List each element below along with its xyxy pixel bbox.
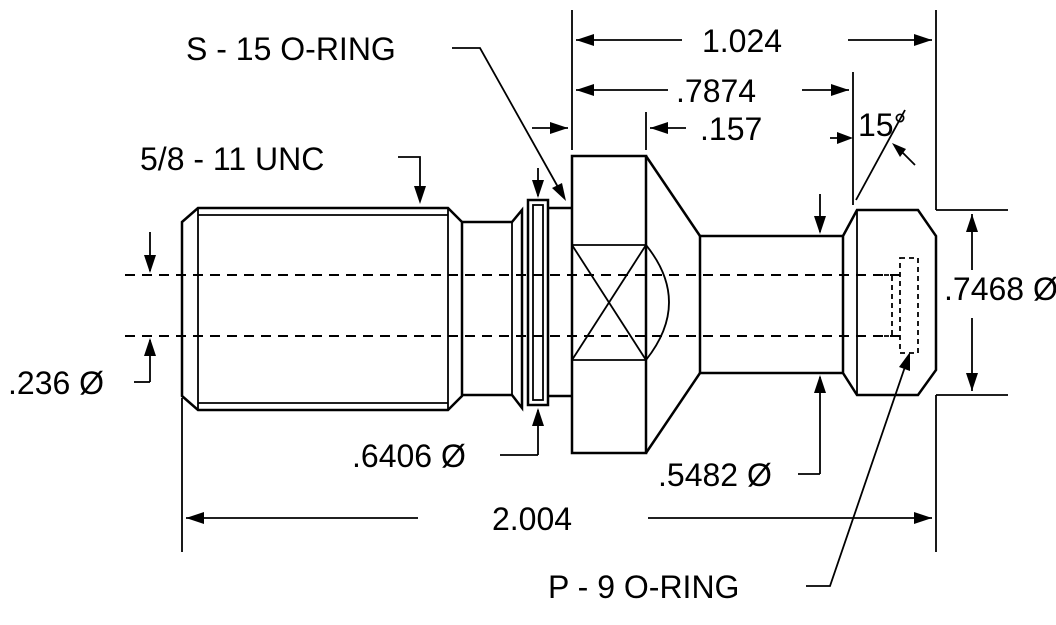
label-thread: 5/8 - 11 UNC [140,141,324,177]
label-6406: .6406 Ø [352,438,466,474]
taper-top [644,155,702,237]
o-ring-s15-seat [532,204,544,401]
label-o-ring-s15: S - 15 O-RING [186,31,396,67]
leader-o-ring-p9: P - 9 O-RING [548,352,910,605]
threaded-shank [180,206,464,412]
part-outline [180,154,938,455]
thread-relief [462,206,524,412]
dim-7468: .7468 Ø [944,214,1056,391]
o-ring-p9-seat [884,274,893,337]
label-1024: 1.024 [702,23,782,59]
o-ring-p9-groove [899,257,919,354]
label-5482: .5482 Ø [658,457,772,493]
dim-236: .236 Ø [8,232,156,401]
label-7468: .7468 Ø [944,271,1056,307]
dim-7874: .7874 [576,73,849,109]
leader-o-ring-s15: S - 15 O-RING [186,31,566,201]
o-ring-s15-groove [526,198,550,407]
dim-angle-15: 15° [830,107,916,201]
label-angle: 15° [858,107,906,143]
dim-1024: 1.024 [576,23,932,59]
label-236: .236 Ø [8,365,104,401]
dim-5482: .5482 Ø [658,194,826,493]
label-7874: .7874 [676,73,756,109]
taper-bottom [644,372,702,454]
label-157: .157 [700,111,762,147]
dim-157: .157 [532,111,762,147]
label-2004: 2.004 [492,501,572,537]
leader-thread: 5/8 - 11 UNC [140,141,426,204]
dim-2004: 2.004 [186,501,932,537]
extension-lines [181,10,1008,552]
dim-6406: .6406 Ø [352,168,544,474]
flat-arc [645,244,670,361]
flange [570,154,648,455]
flat-cross-2 [571,244,647,361]
head [841,208,938,397]
label-o-ring-p9: P - 9 O-RING [548,569,739,605]
